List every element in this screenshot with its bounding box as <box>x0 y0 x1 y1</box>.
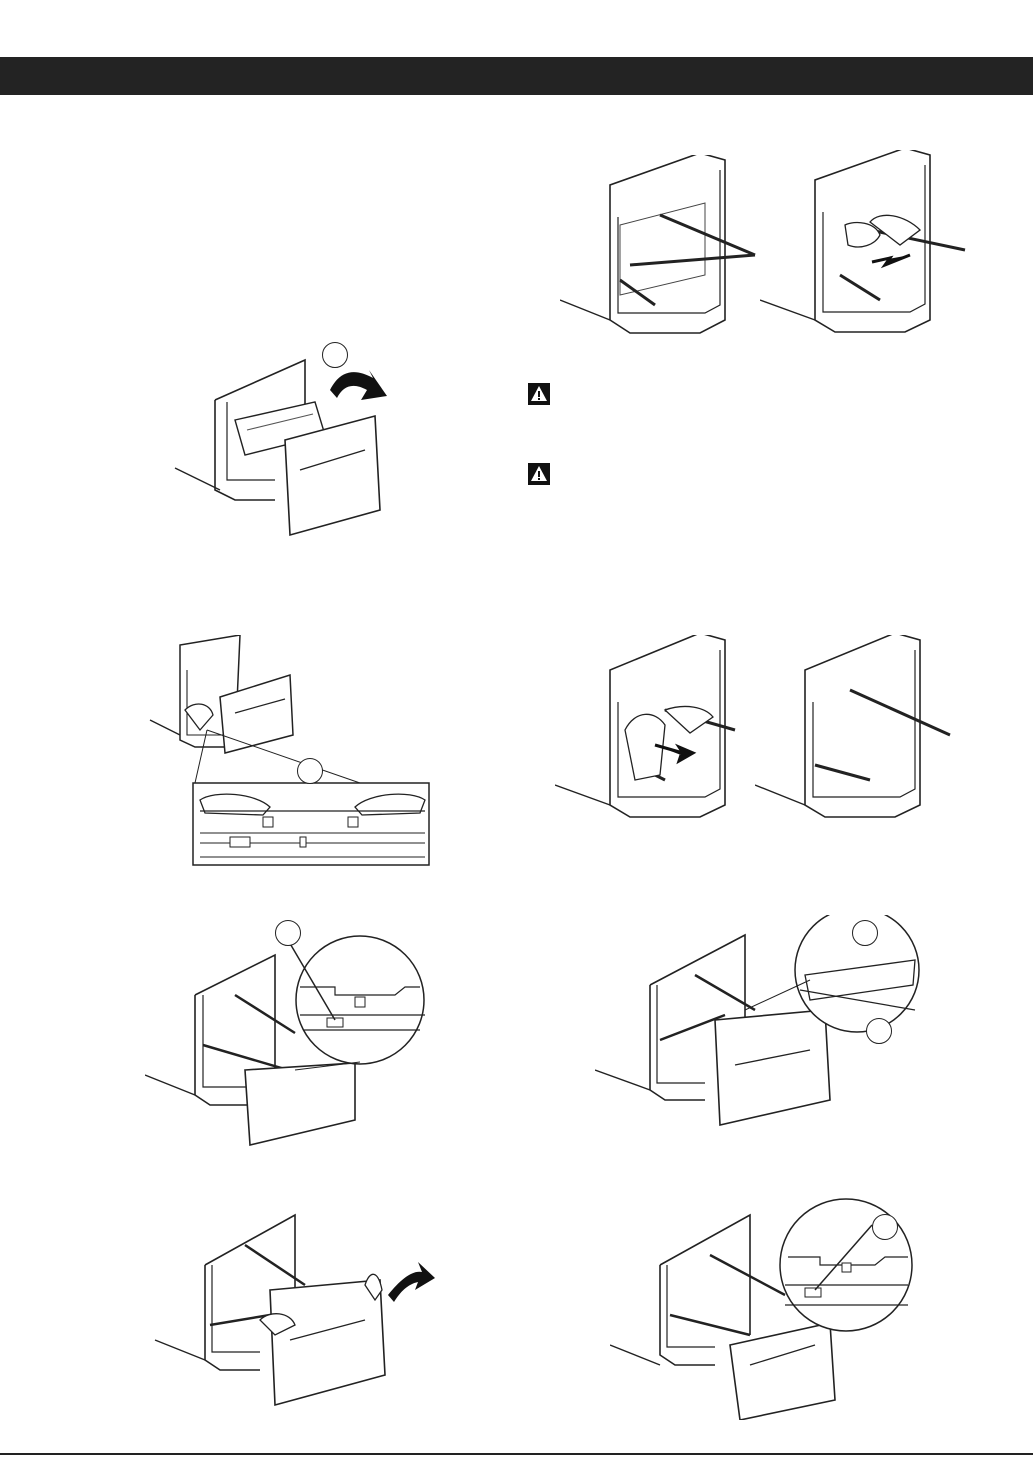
figure-rails-push-in <box>760 150 980 345</box>
figure-rails-retract <box>755 635 970 830</box>
figure-rail-lock-detail <box>610 1195 915 1420</box>
figure-lift-drawer <box>150 1200 440 1415</box>
callout-4b <box>866 1018 892 1044</box>
callout-5 <box>872 1214 898 1240</box>
callout-3 <box>275 920 301 946</box>
warning-triangle-icon <box>528 383 550 405</box>
callout-4a <box>852 920 878 946</box>
figure-release-clips <box>145 635 435 870</box>
figure-drawer-tilt-out <box>165 340 395 540</box>
figure-rails-extended <box>560 155 770 345</box>
figure-rails-pull-out <box>555 635 770 830</box>
header-bar <box>0 57 1033 95</box>
callout-1 <box>322 342 348 368</box>
figure-align-rail <box>145 915 430 1150</box>
warning-triangle-icon <box>528 463 550 485</box>
callout-2 <box>297 758 323 784</box>
bottom-rule <box>0 1453 1033 1455</box>
